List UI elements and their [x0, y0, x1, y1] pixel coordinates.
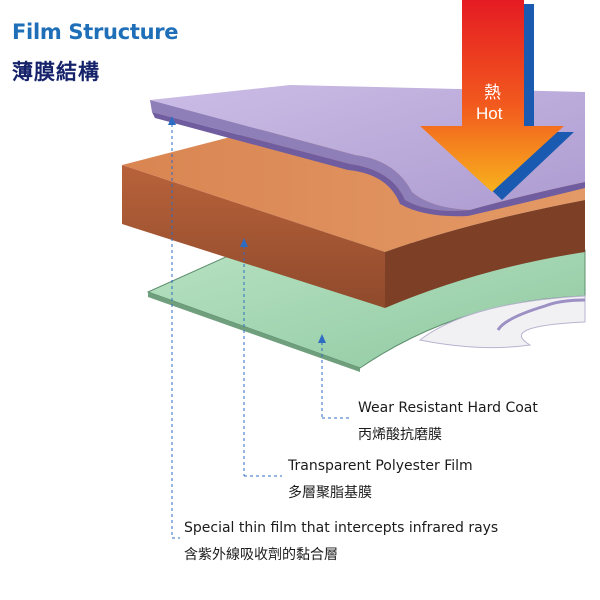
heat-arrow: [420, 0, 574, 200]
polyester-label-chinese: 多層聚脂基膜: [288, 485, 372, 501]
polyester-label: Transparent Polyester Film: [288, 458, 473, 474]
page-subtitle: 薄膜結構: [12, 60, 100, 84]
leader-arrowheads: [168, 116, 326, 343]
hard-coat-label-chinese: 丙烯酸抗磨膜: [358, 427, 442, 443]
adhesive-label-chinese: 含紫外線吸收劑的黏合層: [184, 547, 338, 563]
page-title: Film Structure: [12, 20, 179, 44]
adhesive-label: Special thin film that intercepts infrar…: [184, 520, 499, 536]
hard-coat-label: Wear Resistant Hard Coat: [358, 400, 538, 416]
heat-label-chinese: 熱: [484, 83, 501, 103]
leader-lines: [171, 124, 352, 539]
heat-label-english: Hot: [476, 104, 503, 123]
